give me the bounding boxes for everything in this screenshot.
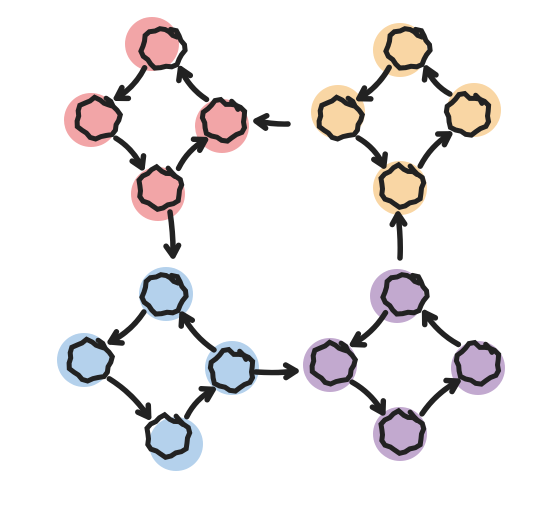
bottom-left-edge-bottom-right-head — [198, 385, 216, 403]
top-left-edge-top-left-head — [113, 84, 132, 102]
bottom-right-node-1 — [309, 339, 359, 387]
bottom-left-node-2-fill — [149, 417, 203, 471]
bottom-right-edge-right-top-head — [421, 309, 439, 328]
top-left-node-3 — [199, 96, 248, 144]
top-right-edge-right-top-head — [421, 65, 439, 83]
bottom-left-edge-top-left-head — [107, 329, 125, 346]
top-right-edge-left-bottom-head — [371, 151, 388, 169]
bottom-left-node-2 — [144, 411, 193, 460]
link-bottom-right-to-top-right-head — [389, 211, 408, 228]
bottom-right-node-2 — [378, 407, 427, 456]
bottom-right-edge-top-left-head — [349, 331, 368, 348]
bottom-right-edge-bottom-right-head — [443, 377, 461, 395]
link-external-to-top-left-head — [253, 112, 270, 131]
link-bottom-left-to-bottom-right-head — [282, 362, 299, 381]
bottom-left-node-1 — [66, 336, 116, 384]
bottom-right-edge-left-bottom-head — [369, 398, 387, 416]
edges — [106, 64, 462, 420]
bottom-right-node-0-fill — [370, 269, 424, 323]
top-right-node-2 — [378, 161, 427, 210]
top-left-edge-left-bottom-head — [129, 153, 147, 171]
top-right-node-1 — [316, 94, 366, 142]
bottom-left-node-0 — [139, 272, 189, 317]
top-left-node-1 — [74, 94, 124, 142]
bottom-left-edge-right-top-head — [178, 311, 196, 329]
top-right-edge-top-left-head — [356, 85, 374, 102]
top-left-node-0 — [138, 26, 188, 71]
bottom-left-edge-left-bottom-head — [135, 402, 152, 420]
top-right-node-0 — [383, 26, 433, 71]
top-left-node-2-fill — [131, 167, 185, 221]
top-left-edge-bottom-right-head — [190, 136, 209, 153]
bottom-left-node-3 — [207, 346, 256, 394]
top-left-node-3-fill — [195, 99, 249, 153]
top-right-node-3 — [443, 90, 492, 138]
top-left-node-2 — [136, 163, 185, 212]
bottom-right-node-3 — [453, 339, 502, 387]
top-right-node-0-fill — [373, 23, 427, 77]
link-top-left-to-bottom-left-head — [163, 242, 182, 259]
top-left-edge-right-top-head — [176, 65, 194, 84]
top-right-edge-bottom-right-head — [435, 131, 453, 148]
node-outlines — [66, 26, 502, 460]
bottom-right-node-0 — [380, 272, 430, 317]
